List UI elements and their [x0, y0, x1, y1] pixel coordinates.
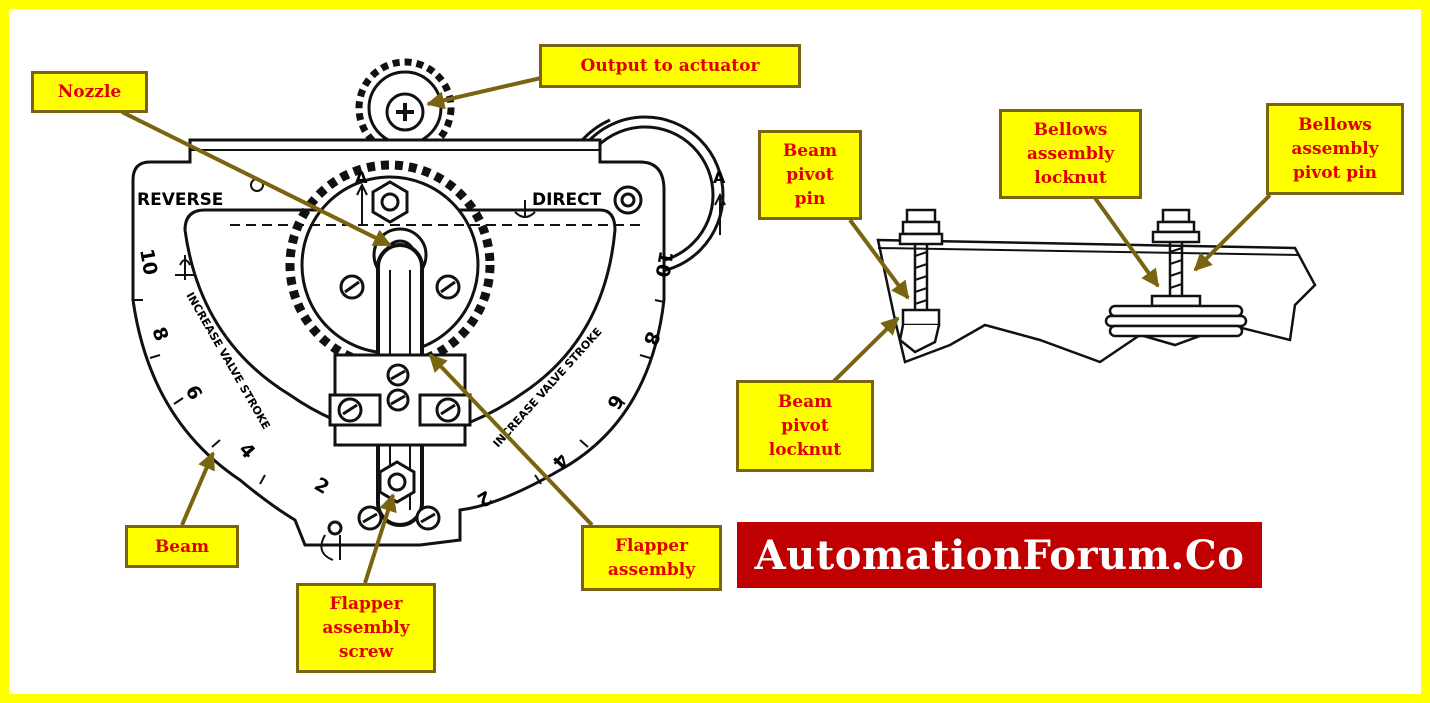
callout-flapper-assembly-screw: Flapper assembly screw	[296, 583, 436, 673]
callout-arrows	[121, 76, 1272, 584]
beam-profile	[876, 238, 1317, 364]
callout-bellows-assembly-pivot-pin: Bellows assembly pivot pin	[1266, 103, 1404, 195]
scale-left: 10 8 6 4 2	[135, 247, 333, 499]
callout-flapper-assembly: Flapper assembly	[581, 525, 722, 591]
callout-beam-pivot-locknut: Beam pivot locknut	[736, 380, 874, 472]
callout-beam-pivot-pin: Beam pivot pin	[758, 130, 862, 220]
scale-right-tick-label: 10	[650, 249, 676, 279]
bellows-assembly	[1104, 208, 1248, 338]
scale-left-tick-label: 10	[135, 247, 161, 277]
inner-window	[183, 208, 617, 442]
positioner-front-view	[131, 58, 726, 561]
callout-bellows-assembly-locknut: Bellows assembly locknut	[999, 109, 1142, 199]
direct-label: DIRECT	[532, 190, 602, 210]
flapper-assembly-block	[328, 353, 472, 447]
section-mark-left: A	[355, 168, 368, 187]
callout-output-to-actuator: Output to actuator	[539, 44, 801, 88]
section-mark-right: A	[713, 168, 726, 187]
reverse-label: REVERSE	[137, 190, 223, 210]
callout-beam: Beam	[125, 525, 239, 568]
brand-banner: AutomationForum.Co	[737, 522, 1262, 588]
callout-nozzle: Nozzle	[31, 71, 148, 113]
beam-pivot-pin-assembly	[898, 208, 944, 354]
beam-side-view	[876, 208, 1317, 364]
